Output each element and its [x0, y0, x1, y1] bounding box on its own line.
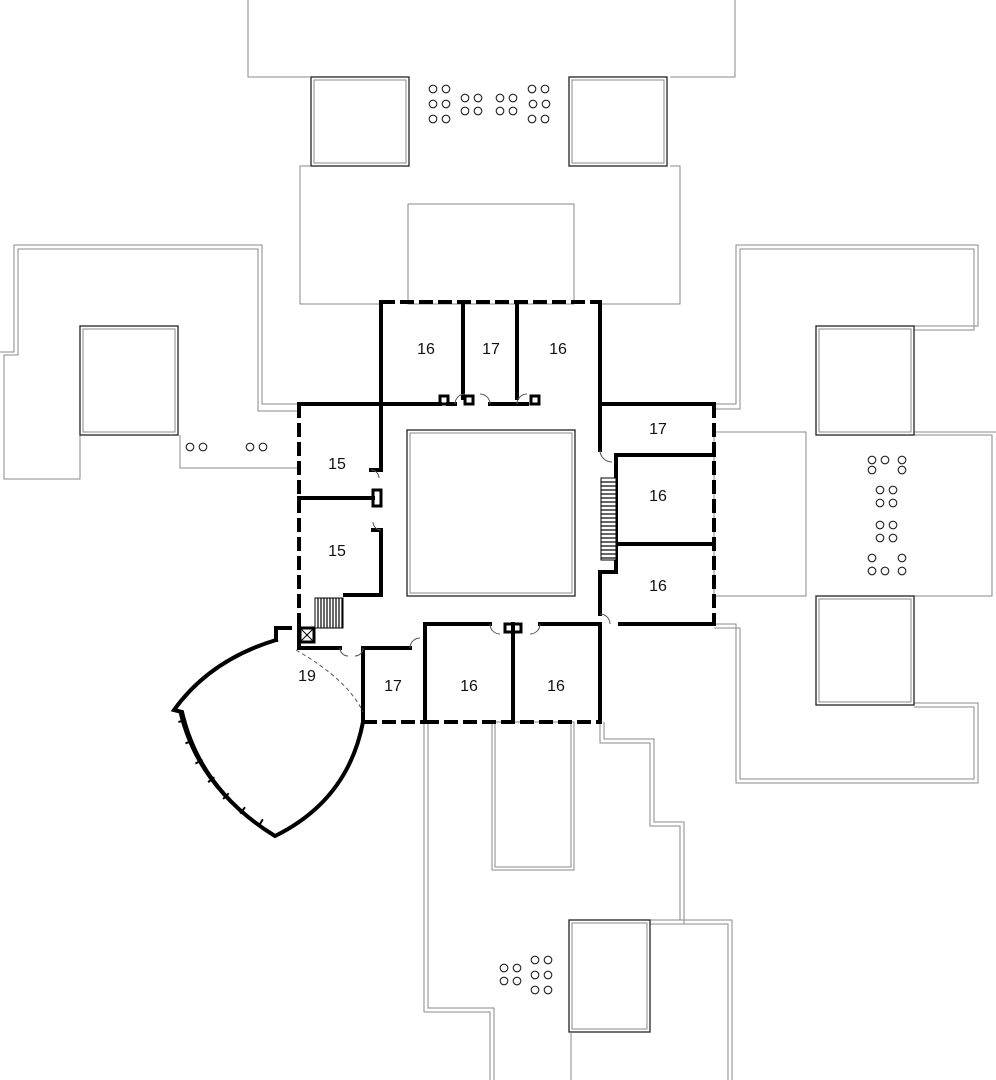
seat-mark — [508, 106, 518, 116]
west-wing-outline — [0, 244, 300, 480]
seat-mark — [473, 106, 483, 116]
seat-mark — [867, 566, 877, 576]
room-label-south-centre: 16 — [460, 678, 478, 695]
seat-mark — [540, 84, 550, 94]
seat-mark — [495, 106, 505, 116]
seat-mark — [441, 99, 451, 109]
seat-mark — [888, 485, 898, 495]
seat-mark — [867, 465, 877, 475]
seat-mark — [541, 99, 551, 109]
courtyard — [406, 429, 576, 597]
seat-mark — [888, 498, 898, 508]
seat-mark — [530, 985, 540, 995]
door-swings — [339, 393, 613, 657]
seat-mark — [897, 455, 907, 465]
seat-mark — [198, 442, 208, 452]
seat-mark — [867, 553, 877, 563]
seat-mark — [527, 114, 537, 124]
building-walls — [170, 300, 716, 839]
seat-mark — [543, 955, 553, 965]
seat-mark — [428, 99, 438, 109]
seat-mark — [258, 442, 268, 452]
room-label-east-bottom: 16 — [649, 578, 667, 595]
seat-mark — [897, 566, 907, 576]
seat-mark — [428, 114, 438, 124]
seat-mark — [512, 963, 522, 973]
room-label-west-lower: 15 — [328, 543, 346, 560]
seat-mark — [867, 455, 877, 465]
seat-mark — [530, 970, 540, 980]
seat-mark — [543, 970, 553, 980]
seat-mark — [888, 520, 898, 530]
seat-mark — [441, 114, 451, 124]
seat-mark — [880, 455, 890, 465]
seat-mark — [495, 93, 505, 103]
room-label-north-east: 16 — [549, 341, 567, 358]
seat-mark — [888, 533, 898, 543]
room-label-south-west: 17 — [384, 678, 402, 695]
seat-mark — [460, 93, 470, 103]
seat-mark — [508, 93, 518, 103]
room-label-south-east: 16 — [547, 678, 565, 695]
seat-mark — [428, 84, 438, 94]
seat-mark — [530, 955, 540, 965]
seat-mark — [185, 442, 195, 452]
room-label-west-upper: 15 — [328, 456, 346, 473]
stairs — [314, 477, 617, 629]
service-shafts — [298, 394, 541, 644]
seat-mark — [499, 963, 509, 973]
seat-mark — [875, 520, 885, 530]
seating-groups — [185, 84, 907, 995]
seat-mark — [441, 84, 451, 94]
north-wing-outline — [247, 0, 736, 305]
room-label-east-middle: 16 — [649, 488, 667, 505]
seat-mark — [512, 976, 522, 986]
seat-mark — [540, 114, 550, 124]
south-wing-outline — [423, 721, 733, 1080]
room-label-lobby: 19 — [298, 668, 316, 685]
room-label-east-top: 17 — [649, 421, 667, 438]
seat-mark — [245, 442, 255, 452]
seat-mark — [527, 84, 537, 94]
seat-mark — [880, 566, 890, 576]
seat-mark — [473, 93, 483, 103]
seat-mark — [875, 498, 885, 508]
seat-mark — [875, 533, 885, 543]
seat-mark — [543, 985, 553, 995]
seat-mark — [528, 99, 538, 109]
seat-mark — [875, 485, 885, 495]
room-label-north-centre: 17 — [482, 341, 500, 358]
seat-mark — [499, 976, 509, 986]
seat-mark — [897, 465, 907, 475]
room-label-north-west: 16 — [417, 341, 435, 358]
seat-mark — [460, 106, 470, 116]
seat-mark — [897, 553, 907, 563]
east-wing-outline — [713, 244, 996, 784]
